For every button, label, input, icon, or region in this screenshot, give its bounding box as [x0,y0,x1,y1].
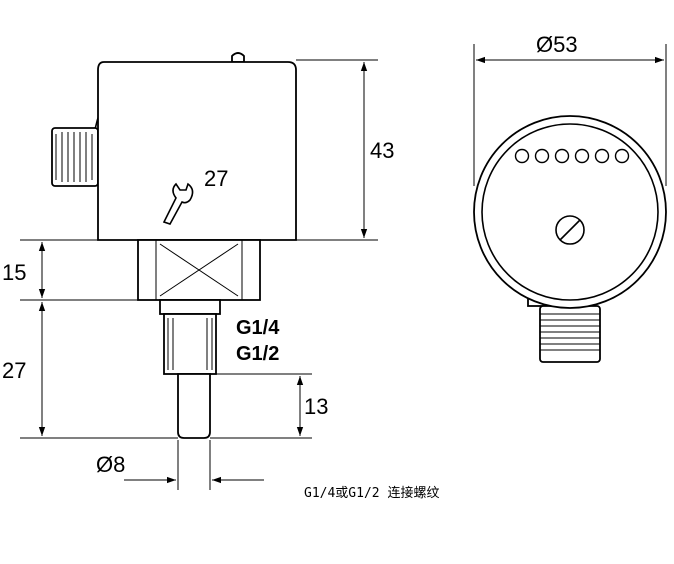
dim-height-hex: 15 [2,260,26,285]
caption: G1/4或G1/2 连接螺纹 [304,486,440,501]
led-indicator [614,148,630,164]
led-row [514,148,630,164]
hex-nut [137,239,261,301]
probe [177,373,211,439]
dim-probe-length: 13 [304,394,328,419]
thread-section [159,299,221,375]
dim-front-diameter: Ø53 [536,32,578,57]
led-indicator [534,148,550,164]
side-view: 43 15 27 13 Ø8 27 G1/4 G1/2 [2,52,394,490]
front-inner-ring [481,123,659,301]
dim-probe-diameter: Ø8 [96,452,125,477]
led-indicator [554,148,570,164]
dim-height-body: 43 [370,138,394,163]
main-body [97,61,297,241]
led-indicator [514,148,530,164]
thread-label-g12: G1/2 [236,343,279,365]
top-knob [231,52,245,63]
dim-height-thread: 27 [2,358,26,383]
side-connector [51,111,101,189]
front-outer-ring [473,115,667,309]
front-view: Ø53 [473,32,667,363]
wrench-size-label: 27 [204,166,228,191]
led-indicator [574,148,590,164]
thread-label-g14: G1/4 [236,317,280,339]
adjust-screw-icon [555,215,585,245]
wrench-icon [162,182,194,225]
led-indicator [594,148,610,164]
